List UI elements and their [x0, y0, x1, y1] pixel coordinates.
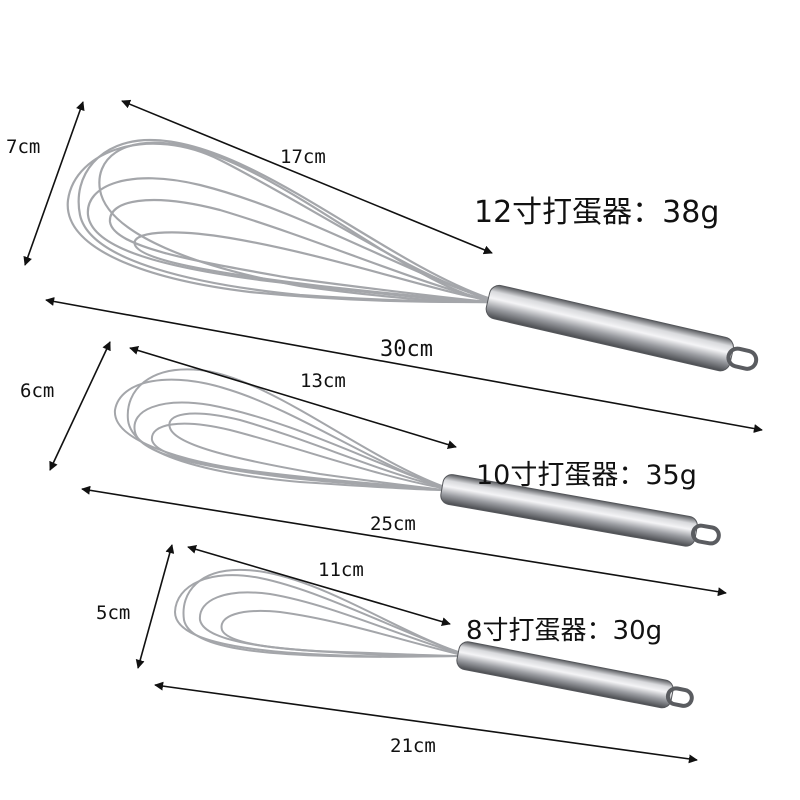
total-length-arrow-3 [154, 681, 698, 764]
whisk-title-3: 8寸打蛋器：30g [466, 616, 663, 646]
width-label-2: 6cm [20, 380, 55, 402]
width-arrow-2 [49, 341, 111, 471]
total-length-label-2: 25cm [370, 513, 416, 535]
width-arrow-1 [23, 101, 85, 266]
whisk-large-wire [66, 142, 489, 304]
wire-length-label-3: 11cm [318, 559, 364, 581]
wire-length-label-1: 17cm [280, 146, 326, 168]
wire-length-arrow-2 [129, 346, 457, 449]
whisk-small-handle [456, 641, 674, 709]
wire-length-arrow-1 [121, 99, 493, 255]
width-label-3: 5cm [96, 602, 131, 624]
whisk-small-wire [220, 610, 459, 657]
total-length-arrow-1 [45, 297, 763, 433]
whisk-medium-wire [150, 422, 443, 491]
whisk-large-handle [485, 284, 734, 372]
total-length-arrow-2 [81, 485, 727, 597]
total-length-label-3: 21cm [390, 735, 436, 757]
wire-length-label-2: 13cm [300, 370, 346, 392]
whisk-title-2: 10寸打蛋器：35g [476, 460, 697, 491]
whisk-title-1: 12寸打蛋器：38g [474, 195, 720, 230]
wire-length-arrow-3 [187, 544, 451, 627]
total-length-label-1: 30cm [380, 337, 433, 362]
width-label-1: 7cm [6, 136, 41, 158]
whisk-medium-wire [126, 368, 443, 491]
width-arrow-3 [135, 544, 175, 669]
